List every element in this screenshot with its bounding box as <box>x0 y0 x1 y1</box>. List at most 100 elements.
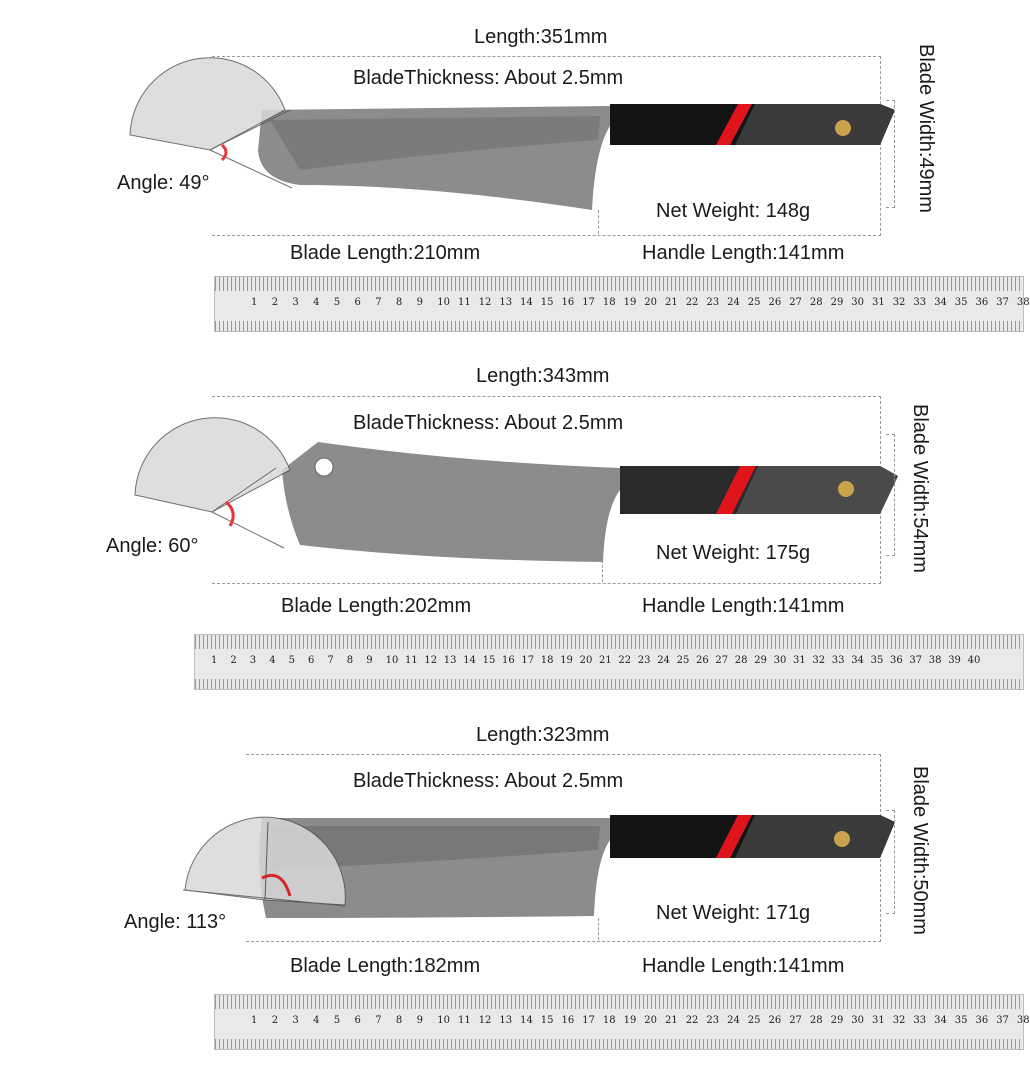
ruler-number: 1 <box>251 1015 258 1026</box>
net-weight-label: Net Weight: 175g <box>656 542 811 564</box>
ruler-number: 15 <box>540 1015 554 1026</box>
overall-length-label: Length:323mm <box>476 724 610 746</box>
ruler-number: 2 <box>271 1015 279 1026</box>
knife-image-1 <box>129 57 895 210</box>
ruler-number: 5 <box>333 1015 341 1026</box>
blade-length-label: Blade Length:210mm <box>290 242 481 264</box>
knife-panel-1: Length:351mm BladeThickness: About 2.5mm… <box>0 0 1030 340</box>
ruler-number: 30 <box>851 297 865 308</box>
ruler-number: 37 <box>996 1015 1009 1026</box>
ruler-number: 34 <box>934 1015 947 1026</box>
ruler-number: 17 <box>582 1015 595 1026</box>
ruler-number: 11 <box>458 1015 471 1026</box>
ruler-number: 2 <box>271 297 279 308</box>
ruler-number: 19 <box>623 1015 637 1026</box>
ruler-number: 30 <box>773 655 787 666</box>
ruler-number: 28 <box>734 655 748 666</box>
blade <box>282 442 620 562</box>
ruler-number: 8 <box>395 297 403 308</box>
ruler-number: 29 <box>830 297 844 308</box>
ruler-number: 36 <box>975 1015 989 1026</box>
overall-length-label: Length:343mm <box>476 365 610 387</box>
blade-length-label: Blade Length:182mm <box>290 955 481 977</box>
knife-image-2 <box>134 417 898 562</box>
ruler-number: 35 <box>954 297 968 308</box>
ruler-number: 36 <box>890 655 903 666</box>
ruler-number: 10 <box>437 1015 451 1026</box>
ruler-number: 7 <box>375 297 382 308</box>
ruler-number: 23 <box>706 1015 720 1026</box>
ruler-number: 8 <box>395 1015 403 1026</box>
ruler-number: 21 <box>599 655 612 666</box>
blade-width-bracket <box>886 100 895 208</box>
ruler-number: 31 <box>872 1015 885 1026</box>
ruler-number: 26 <box>768 1015 782 1026</box>
knife-panel-2: Length:343mm BladeThickness: About 2.5mm… <box>106 365 1024 690</box>
ruler-number: 19 <box>560 655 573 666</box>
ruler-number: 23 <box>706 297 720 308</box>
ruler-number: 25 <box>747 297 761 308</box>
ruler-number: 11 <box>458 297 471 308</box>
protractor <box>182 816 346 907</box>
ruler-number: 12 <box>478 297 492 308</box>
blade-thickness-label: BladeThickness: About 2.5mm <box>353 67 624 89</box>
ruler-number: 15 <box>482 655 496 666</box>
ruler-number: 31 <box>872 297 885 308</box>
handle-length-label: Handle Length:141mm <box>642 242 845 264</box>
ruler-number: 10 <box>437 297 451 308</box>
handle-divider-line <box>598 210 599 234</box>
ruler-number: 37 <box>909 655 923 666</box>
ruler-number: 39 <box>948 655 961 666</box>
ruler-number: 34 <box>934 297 947 308</box>
angle-label: Angle: 60° <box>106 535 199 557</box>
ruler-number: 16 <box>502 655 515 666</box>
ruler-number: 32 <box>892 1015 906 1026</box>
ruler-number: 6 <box>354 1015 361 1026</box>
ruler-number: 14 <box>463 655 476 666</box>
ruler-number: 34 <box>851 655 864 666</box>
ruler-number: 20 <box>644 297 658 308</box>
ruler-number: 7 <box>375 1015 382 1026</box>
ruler-number: 17 <box>521 655 535 666</box>
ruler-number: 17 <box>582 297 595 308</box>
ruler-number: 9 <box>416 297 423 308</box>
length-dimension-line <box>212 56 881 236</box>
ruler-number: 29 <box>754 655 767 666</box>
ruler-number: 16 <box>561 297 575 308</box>
ruler-number: 15 <box>540 297 554 308</box>
ruler-number: 1 <box>211 655 218 666</box>
blade-width-bracket <box>886 434 895 556</box>
handle-pin <box>838 481 854 497</box>
ruler-number: 13 <box>499 1015 513 1026</box>
protractor <box>129 57 293 189</box>
ruler-number: 25 <box>676 655 690 666</box>
ruler-number: 33 <box>831 655 845 666</box>
ruler-number: 38 <box>928 655 942 666</box>
ruler-number: 24 <box>657 655 670 666</box>
handle-pin <box>834 831 850 847</box>
overall-length-label: Length:351mm <box>474 26 608 48</box>
ruler-number: 30 <box>851 1015 865 1026</box>
angle-label: Angle: 113° <box>124 911 227 933</box>
ruler-number: 26 <box>696 655 709 666</box>
ruler-number: 3 <box>292 297 299 308</box>
ruler-number: 5 <box>288 655 295 666</box>
ruler-number: 27 <box>789 1015 802 1026</box>
ruler-number: 6 <box>354 297 361 308</box>
blade-width-label: Blade Width:49mm <box>915 44 937 213</box>
ruler-number: 9 <box>416 1015 423 1026</box>
handle-divider-line <box>602 560 603 582</box>
protractor <box>134 417 291 549</box>
ruler-number: 12 <box>478 1015 492 1026</box>
ruler-number: 8 <box>346 655 354 666</box>
handle-length-label: Handle Length:141mm <box>642 955 845 977</box>
ruler-number: 36 <box>975 297 989 308</box>
ruler-number: 21 <box>665 297 678 308</box>
ruler-number: 13 <box>443 655 457 666</box>
